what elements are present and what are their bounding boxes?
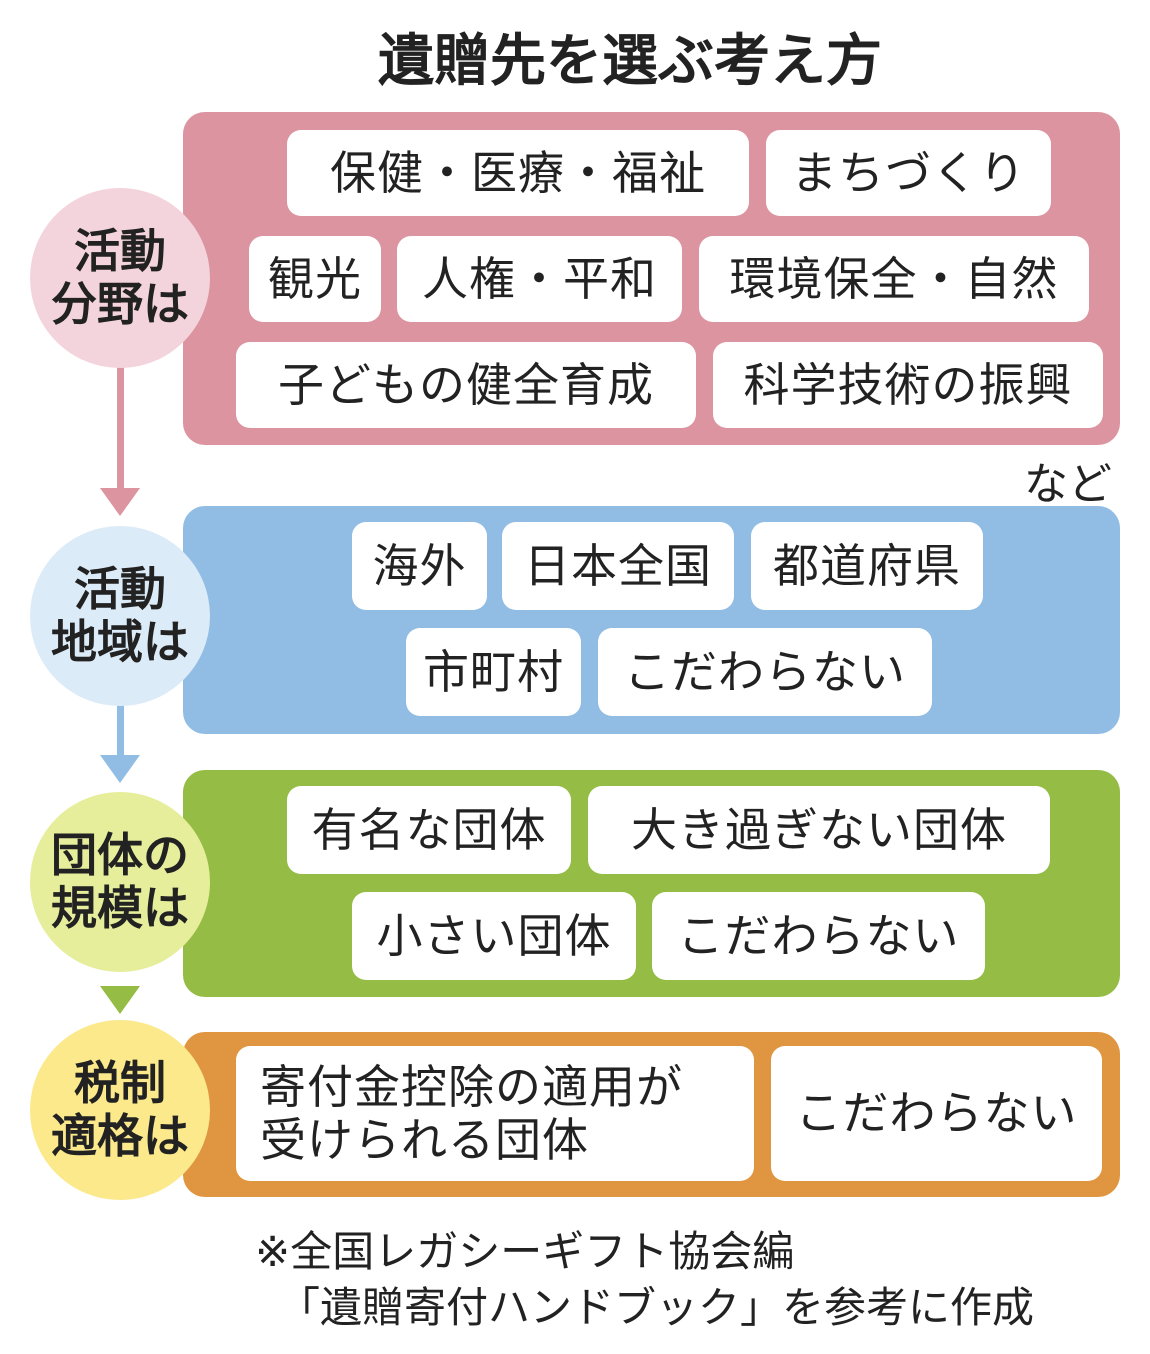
option-small-org: 小さい団体 xyxy=(352,892,636,980)
label-tax-eligibility: 税制 適格は xyxy=(30,1020,210,1200)
option-no-preference: こだわらない xyxy=(652,892,985,980)
arrow-down-icon xyxy=(100,488,140,516)
option-municipality: 市町村 xyxy=(406,628,581,716)
page-title: 遺贈先を選ぶ考え方 xyxy=(378,29,882,94)
label-activity-field: 活動 分野は xyxy=(30,188,210,368)
option-not-too-large-org: 大き過ぎない団体 xyxy=(588,786,1050,874)
label-line: 税制 xyxy=(74,1056,166,1111)
option-line: 寄付金控除の適用が xyxy=(260,1059,683,1114)
option-tourism: 観光 xyxy=(249,236,381,322)
option-tax-deductible-org: 寄付金控除の適用が 受けられる団体 xyxy=(236,1046,754,1181)
label-line: 活動 xyxy=(74,224,166,279)
option-no-preference: こだわらない xyxy=(771,1046,1102,1181)
source-note-line1: ※全国レガシーギフト協会編 xyxy=(255,1227,795,1276)
label-line: 地域は xyxy=(51,615,189,669)
label-line: 団体の xyxy=(51,828,189,883)
option-human-rights-peace: 人権・平和 xyxy=(397,236,682,322)
connector-region-size xyxy=(117,702,124,758)
arrow-down-icon xyxy=(100,755,140,783)
arrow-down-icon xyxy=(100,986,140,1014)
option-child-development: 子どもの健全育成 xyxy=(236,342,696,428)
option-no-preference: こだわらない xyxy=(598,628,932,716)
label-line: 分野は xyxy=(51,277,189,331)
option-overseas: 海外 xyxy=(352,522,487,610)
option-environment-nature: 環境保全・自然 xyxy=(699,236,1089,322)
label-line: 規模は xyxy=(51,881,189,935)
etc-label: など xyxy=(1024,459,1112,510)
option-prefecture: 都道府県 xyxy=(751,522,983,610)
source-note-line2: 「遺贈寄付ハンドブック」を参考に作成 xyxy=(278,1283,1035,1332)
option-nationwide: 日本全国 xyxy=(502,522,734,610)
connector-field-region xyxy=(117,362,124,490)
option-line: 受けられる団体 xyxy=(260,1112,589,1167)
label-organization-size: 団体の 規模は xyxy=(30,792,210,972)
option-science-technology: 科学技術の振興 xyxy=(713,342,1103,428)
option-health-medical-welfare: 保健・医療・福祉 xyxy=(287,130,749,216)
label-activity-region: 活動 地域は xyxy=(30,526,210,706)
label-line: 活動 xyxy=(74,562,166,617)
label-line: 適格は xyxy=(51,1109,189,1163)
option-famous-org: 有名な団体 xyxy=(287,786,571,874)
option-town-planning: まちづくり xyxy=(766,130,1051,216)
